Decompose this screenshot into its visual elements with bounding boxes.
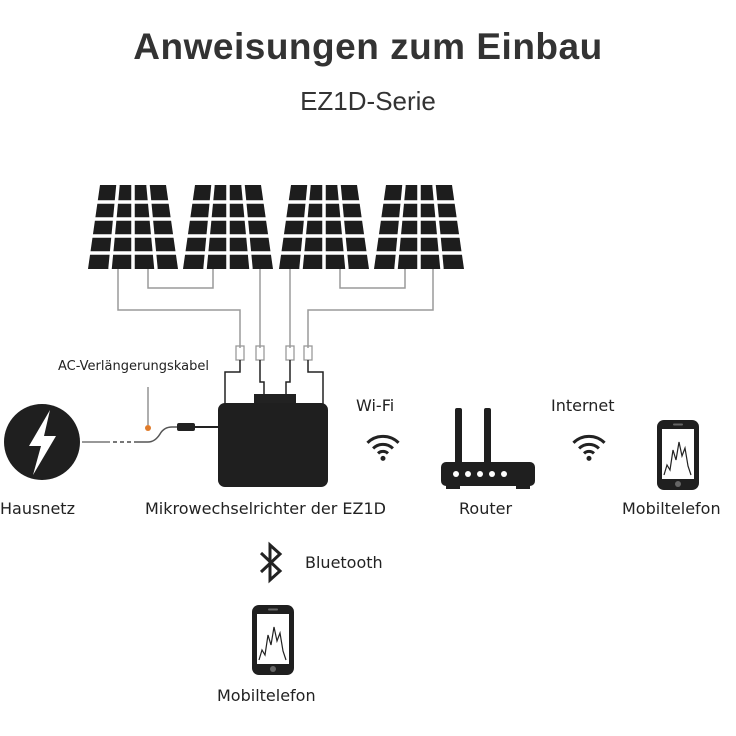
solar-panel-icon xyxy=(86,183,180,271)
wifi-icon xyxy=(570,425,608,464)
ac-cable-label: AC-Verlängerungskabel xyxy=(58,359,209,374)
wifi-label: Wi-Fi xyxy=(356,396,395,415)
page-title: Anweisungen zum Einbau xyxy=(133,26,603,67)
ac-connector xyxy=(177,423,195,431)
solar-panel-icon xyxy=(372,183,466,271)
lightning-icon xyxy=(29,410,56,475)
ac-cable-marker xyxy=(145,425,151,431)
smartphone-icon xyxy=(251,604,295,676)
solar-panel-icon xyxy=(277,183,371,271)
bluetooth-label: Bluetooth xyxy=(305,553,383,572)
internet-label: Internet xyxy=(551,396,615,415)
router-label: Router xyxy=(459,499,513,518)
solar-panel-icon xyxy=(181,183,275,271)
smartphone-icon xyxy=(656,419,700,491)
wifi-icon xyxy=(364,425,402,464)
inverter-input-cables xyxy=(224,360,324,404)
ac-cable-curve xyxy=(134,426,178,443)
inverter-label: Mikrowechselrichter der EZ1D xyxy=(145,499,386,518)
dc-cables xyxy=(117,269,434,348)
bluetooth-icon xyxy=(259,541,283,584)
ac-cable-dots xyxy=(113,441,131,443)
dc-connectors xyxy=(235,345,313,361)
page-subtitle: EZ1D-Serie xyxy=(300,86,436,116)
inverter-top-bracket xyxy=(254,394,296,403)
phone-right-label: Mobiltelefon xyxy=(622,499,721,518)
phone-bottom-label: Mobiltelefon xyxy=(217,686,316,705)
router-icon xyxy=(441,408,535,489)
microinverter-icon xyxy=(218,403,328,487)
grid-label: Hausnetz xyxy=(0,499,75,518)
